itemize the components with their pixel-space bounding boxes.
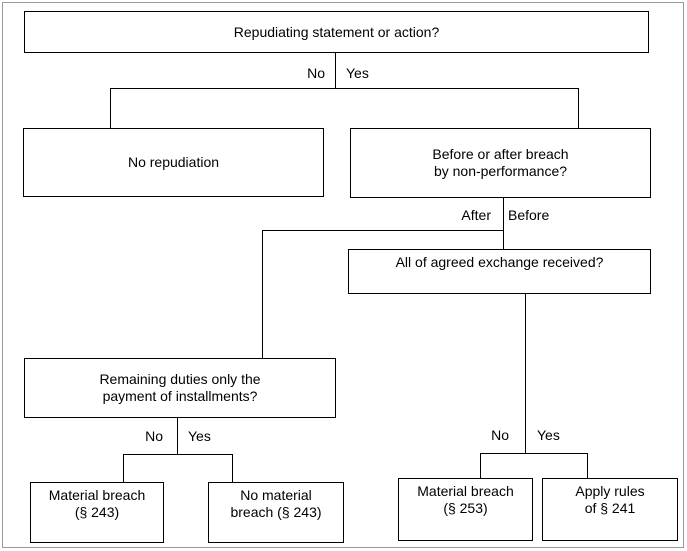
node-remaining-duties: Remaining duties only the payment of ins…	[24, 358, 336, 418]
node-no-material-breach-243: No material breach (§ 243)	[208, 482, 344, 543]
node-no-repudiation: No repudiation	[23, 128, 324, 197]
node-text-line: breach (§ 243)	[230, 504, 322, 520]
edge-label-remaining-yes: Yes	[188, 428, 211, 444]
connector-exchange-stem	[525, 294, 526, 453]
node-text-line: No material	[240, 487, 312, 503]
node-text-line: by non-performance?	[433, 163, 568, 179]
connector-exchange-branch	[480, 453, 588, 454]
edge-label-root-yes: Yes	[346, 65, 369, 81]
connector-root-stem	[335, 53, 336, 88]
node-text-line: Material breach	[48, 487, 146, 503]
edge-label-after: After	[461, 207, 491, 223]
connector-to-before-after	[578, 89, 579, 128]
edge-label-remaining-no: No	[145, 428, 163, 444]
edge-label-before: Before	[508, 207, 550, 223]
node-repudiating-statement: Repudiating statement or action?	[24, 11, 649, 53]
node-before-or-after-breach: Before or after breach by non-performanc…	[350, 128, 651, 198]
connector-before-after-stem	[503, 198, 504, 249]
node-text-line: Repudiating statement or action?	[233, 23, 440, 40]
connector-after-branch	[262, 230, 504, 231]
edge-label-exchange-no: No	[491, 427, 509, 443]
connector-root-branch	[110, 88, 579, 89]
node-text-line: Remaining duties only the	[99, 371, 261, 387]
connector-to-material-breach-243	[123, 455, 124, 482]
edge-label-exchange-yes: Yes	[537, 427, 560, 443]
edge-label-root-no: No	[307, 65, 325, 81]
node-text-line: Before or after breach	[432, 146, 569, 162]
node-text-line: All of agreed exchange received?	[395, 254, 604, 270]
node-material-breach-243: Material breach (§ 243)	[30, 482, 164, 543]
node-text-line: Apply rules	[575, 483, 645, 499]
node-apply-rules-241: Apply rules of § 241	[542, 478, 678, 541]
connector-remaining-branch	[123, 454, 233, 455]
connector-to-remaining-duties	[262, 231, 263, 358]
node-text-line: (§ 243)	[74, 504, 120, 520]
node-all-exchange-received: All of agreed exchange received?	[348, 249, 651, 294]
node-text-line: Material breach	[417, 483, 514, 499]
connector-to-no-repudiation	[110, 89, 111, 128]
node-text-line: (§ 253)	[443, 500, 488, 516]
connector-to-material-breach-253	[480, 454, 481, 478]
node-text-line: No repudiation	[127, 154, 220, 170]
node-text-line: payment of installments?	[102, 388, 258, 404]
node-text-line: of § 241	[584, 500, 636, 516]
node-material-breach-253: Material breach (§ 253)	[398, 478, 533, 541]
connector-to-apply-rules-241	[587, 454, 588, 478]
connector-to-no-material-breach-243	[232, 455, 233, 482]
connector-remaining-stem	[177, 418, 178, 454]
